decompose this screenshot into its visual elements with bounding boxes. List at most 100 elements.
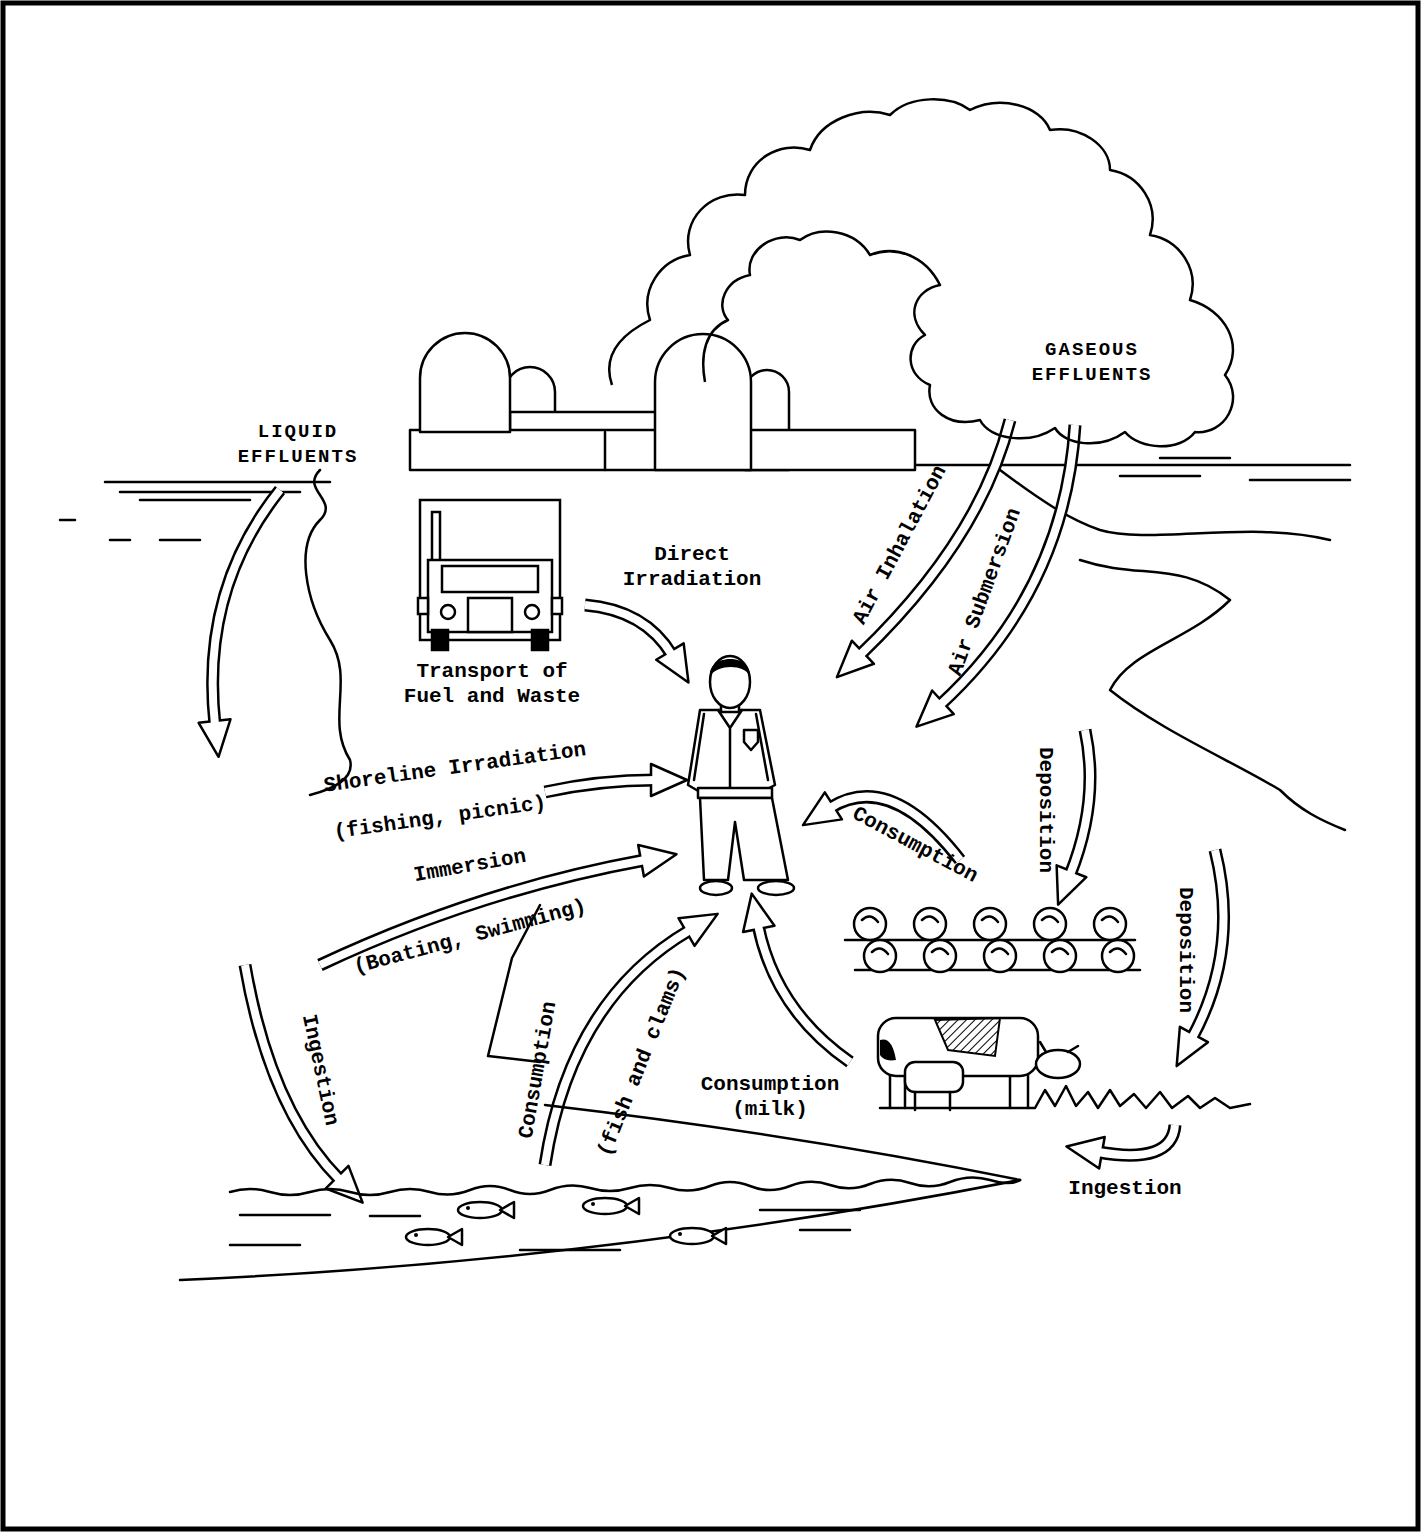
fish	[458, 1202, 514, 1218]
man-shirt	[694, 710, 768, 788]
cabbage	[1094, 908, 1126, 940]
man-shirt	[688, 710, 775, 792]
truck-headlight	[525, 605, 539, 619]
effluent-cloud: GASEOUS EFFLUENTS	[600, 85, 1260, 455]
man-belt	[698, 788, 772, 798]
cabbage	[914, 908, 946, 940]
fish-tail	[625, 1198, 639, 1214]
pathway-label: Ingestion	[296, 1012, 344, 1128]
frame-border	[3, 3, 1418, 1529]
arrow-fill	[585, 605, 672, 655]
arrow-fill	[213, 490, 280, 725]
man-shoe	[700, 881, 732, 895]
plant-building	[604, 432, 607, 470]
cow	[878, 1018, 1250, 1110]
cabbage	[864, 940, 896, 972]
pathway-label: Air Submersion	[943, 505, 1027, 679]
pathway-note: (fish and clams)	[593, 964, 692, 1160]
arrow-outline	[1098, 1125, 1175, 1155]
pathway-label: Direct Irradiation	[607, 542, 777, 592]
pathway-label: Ingestion	[1068, 1176, 1181, 1201]
truck-wheel	[532, 630, 548, 650]
containment-dome	[420, 333, 510, 432]
truck-mirror	[418, 598, 428, 614]
cabbage	[974, 908, 1006, 940]
fish-tail	[500, 1202, 514, 1218]
fish-eye	[678, 1232, 682, 1236]
pathway-label: Consumption	[848, 801, 982, 888]
pathway-label: Deposition	[1033, 747, 1058, 873]
arrow-fill	[940, 425, 1075, 705]
cabbage-leaf	[862, 916, 1126, 954]
power-plant	[410, 333, 915, 470]
cow-ear	[1040, 1042, 1078, 1052]
fish	[670, 1228, 726, 1244]
fish	[583, 1198, 639, 1214]
fish	[406, 1229, 462, 1245]
cabbage	[1102, 940, 1134, 972]
arrow-fill	[1098, 1125, 1175, 1155]
man-hair	[710, 659, 750, 676]
truck-cab	[428, 560, 552, 632]
arrow-outline	[585, 605, 672, 655]
fish-eye	[414, 1233, 418, 1237]
arrow-outline	[1070, 730, 1090, 875]
truck-box	[420, 500, 560, 640]
arrow-fill	[758, 925, 850, 1062]
truck-grill	[468, 598, 512, 632]
containment-dome	[505, 367, 555, 416]
transport-truck: Transport of Fuel and Waste	[380, 490, 620, 715]
pathway-note: (Boating, Swimming)	[351, 894, 589, 980]
fish-body	[670, 1228, 714, 1244]
pathway-label: Consumption	[514, 1000, 563, 1141]
water-bank	[180, 1180, 1020, 1280]
node-shape	[600, 85, 1260, 455]
cabbage	[984, 940, 1016, 972]
arrow-fill	[1192, 850, 1224, 1038]
pathway-label: Consumption (milk)	[690, 1072, 850, 1122]
man-shoe	[758, 881, 794, 895]
node-shape	[380, 490, 620, 650]
man-figure	[688, 656, 794, 895]
pathway-label: Air Inhalation	[848, 461, 953, 629]
pathway-source: LIQUID EFFLUENTS	[233, 420, 363, 470]
cow-spot	[880, 1039, 896, 1060]
water-lines	[60, 482, 330, 540]
shoreline	[306, 470, 351, 795]
man-head	[710, 656, 750, 708]
truck-mirror	[552, 598, 562, 614]
pathway-label: Deposition	[1173, 887, 1198, 1013]
fish-body	[583, 1198, 627, 1214]
cabbage	[1044, 940, 1076, 972]
water-lines	[230, 1210, 860, 1250]
truck-wheel	[432, 630, 448, 650]
fish-tail	[448, 1229, 462, 1245]
arrow-outline	[213, 490, 280, 725]
water-lines	[915, 458, 1350, 480]
man-pants	[700, 798, 788, 880]
grass	[880, 1086, 1250, 1108]
shoreline	[1080, 560, 1345, 830]
shorelines	[306, 470, 1345, 1062]
arrow-fill	[545, 780, 655, 792]
arrow-fill	[1070, 730, 1090, 875]
arrow-outline	[758, 925, 850, 1062]
water-surface	[230, 1177, 1020, 1195]
pathway-note: (fishing, picnic)	[332, 791, 548, 846]
cloud-outline	[609, 99, 1233, 446]
node-text: Transport of Fuel and Waste	[392, 659, 592, 709]
fish-body	[406, 1229, 450, 1245]
truck-headlight	[441, 605, 455, 619]
fish-tail	[712, 1228, 726, 1244]
pathway-label: Shoreline Irradiation	[322, 737, 588, 799]
calf-body	[905, 1062, 963, 1092]
arrow-outline	[940, 425, 1075, 705]
arrow-outline	[1192, 850, 1224, 1038]
exposure-arrows	[213, 420, 1224, 1180]
cabbage	[924, 940, 956, 972]
cow-spot	[935, 1018, 1000, 1056]
man-badge	[744, 730, 758, 750]
